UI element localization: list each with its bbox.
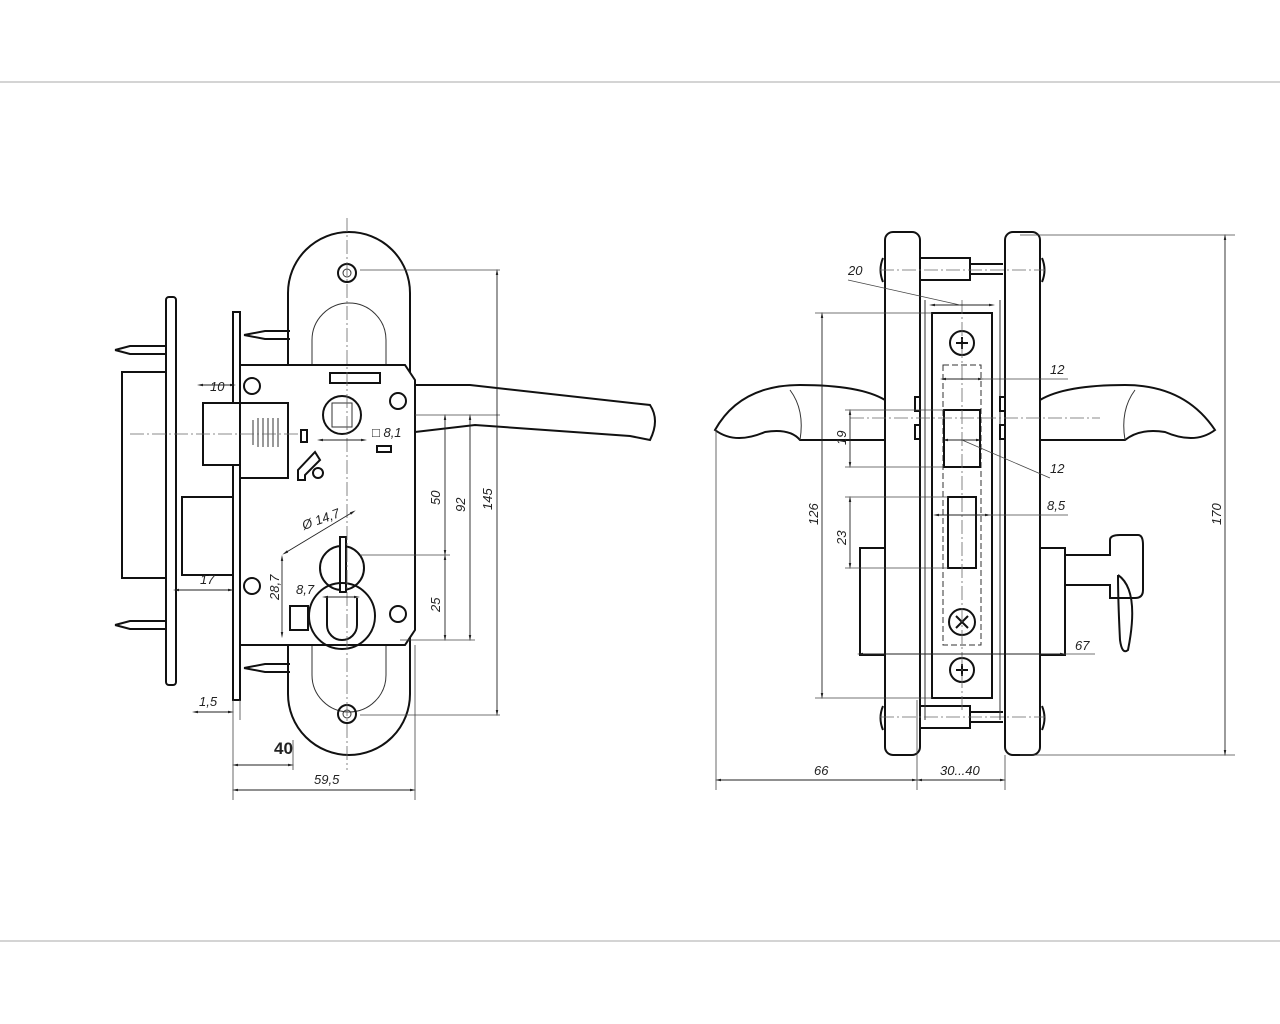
- dim-145: 145: [480, 488, 495, 510]
- dim-30-40: 30...40: [940, 763, 981, 778]
- dim-1-5: 1,5: [199, 694, 218, 709]
- dim-40-backset: 40: [274, 739, 293, 758]
- key-head: [1064, 534, 1144, 599]
- cylinder-left: [859, 547, 886, 656]
- right-handle: [1039, 383, 1217, 441]
- handle-lever: [414, 384, 656, 442]
- dim-50: 50: [428, 490, 443, 505]
- dim-10: 10: [210, 379, 225, 394]
- left-view-side: [114, 218, 656, 800]
- dim-20: 20: [847, 263, 863, 278]
- screw-nail-bottom: [114, 620, 166, 630]
- screw-nail-top: [114, 345, 166, 355]
- dim-12-bottom: 12: [1050, 461, 1065, 476]
- dim-28-7: 28,7: [267, 574, 282, 601]
- dim-25: 25: [428, 597, 443, 613]
- dim-126: 126: [806, 503, 821, 525]
- strike-plate: [165, 296, 177, 686]
- dim-23: 23: [834, 530, 849, 546]
- cylinder-right: [1039, 547, 1066, 656]
- dim-66: 66: [814, 763, 829, 778]
- bolt-top: [919, 257, 971, 281]
- dim-170: 170: [1209, 503, 1224, 525]
- dim-12-top: 12: [1050, 362, 1065, 377]
- lock-body: [239, 364, 416, 646]
- right-view-dimension-labels: 20 12 19 12 126 23 8,5 67 170 66 30...40: [806, 263, 1224, 778]
- left-escutcheon: [884, 231, 921, 756]
- escutcheon-inner-arc: [311, 302, 387, 365]
- dim-59-5: 59,5: [314, 772, 340, 787]
- lock-faceplate: [232, 311, 241, 701]
- dim-67: 67: [1075, 638, 1090, 653]
- dim-19: 19: [834, 431, 849, 445]
- right-view-front: [713, 231, 1235, 790]
- dead-bolt: [181, 496, 234, 576]
- dim-17: 17: [200, 572, 215, 587]
- dim-8-1: □ 8,1: [372, 425, 402, 440]
- screws: [243, 377, 407, 623]
- dim-8-5: 8,5: [1047, 498, 1066, 513]
- dim-92: 92: [453, 497, 468, 512]
- cam: [289, 605, 309, 631]
- keyway: [326, 598, 358, 641]
- spindle-hole: [322, 395, 362, 435]
- strike-box: [121, 371, 167, 579]
- dim-8-7: 8,7: [296, 582, 315, 597]
- key-ring: [1117, 574, 1134, 653]
- right-escutcheon: [1004, 231, 1041, 756]
